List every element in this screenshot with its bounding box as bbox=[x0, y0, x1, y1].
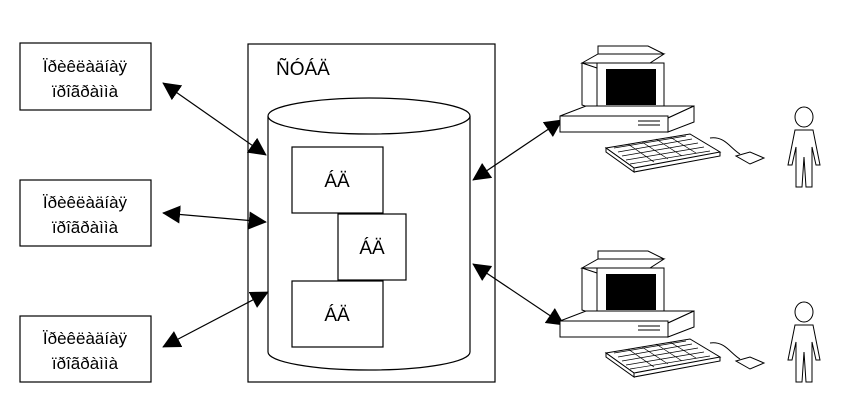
database-box-2: ÁÄ bbox=[337, 213, 407, 281]
app-box-2-line2: ïðîãðàììà bbox=[52, 218, 119, 237]
database-box-3-label: ÁÄ bbox=[324, 305, 350, 326]
computer-icon bbox=[559, 45, 766, 173]
arrow-dbms-workstation1 bbox=[472, 119, 563, 181]
arrow-dbms-workstation2 bbox=[472, 263, 565, 326]
computer-icon bbox=[559, 250, 766, 378]
app-box-2: Ïðèêëàäíàÿ ïðîãðàììà bbox=[19, 179, 152, 247]
app-box-1-line1: Ïðèêëàäíàÿ bbox=[43, 57, 128, 76]
app-box-1: Ïðèêëàäíàÿ ïðîãðàììà bbox=[19, 42, 152, 111]
arrow-app1-dbms bbox=[162, 82, 267, 156]
dbms-label: ÑÓÁÄ bbox=[276, 58, 330, 80]
app-box-1-line2: ïðîãðàììà bbox=[52, 82, 119, 101]
database-box-2-label: ÁÄ bbox=[359, 238, 385, 259]
app-box-3: Ïðèêëàäíàÿ ïðîãðàììà bbox=[19, 315, 152, 383]
database-box-1-label: ÁÄ bbox=[324, 171, 350, 192]
person-icon bbox=[787, 301, 821, 383]
app-box-2-line1: Ïðèêëàäíàÿ bbox=[43, 193, 128, 212]
arrow-app3-dbms bbox=[162, 291, 269, 348]
database-box-3: ÁÄ bbox=[291, 280, 384, 348]
app-box-3-line2: ïðîãðàììà bbox=[52, 354, 119, 373]
app-box-3-line1: Ïðèêëàäíàÿ bbox=[43, 329, 128, 348]
arrow-app2-dbms bbox=[162, 205, 267, 230]
person-icon bbox=[787, 106, 821, 188]
database-box-1: ÁÄ bbox=[291, 146, 384, 214]
